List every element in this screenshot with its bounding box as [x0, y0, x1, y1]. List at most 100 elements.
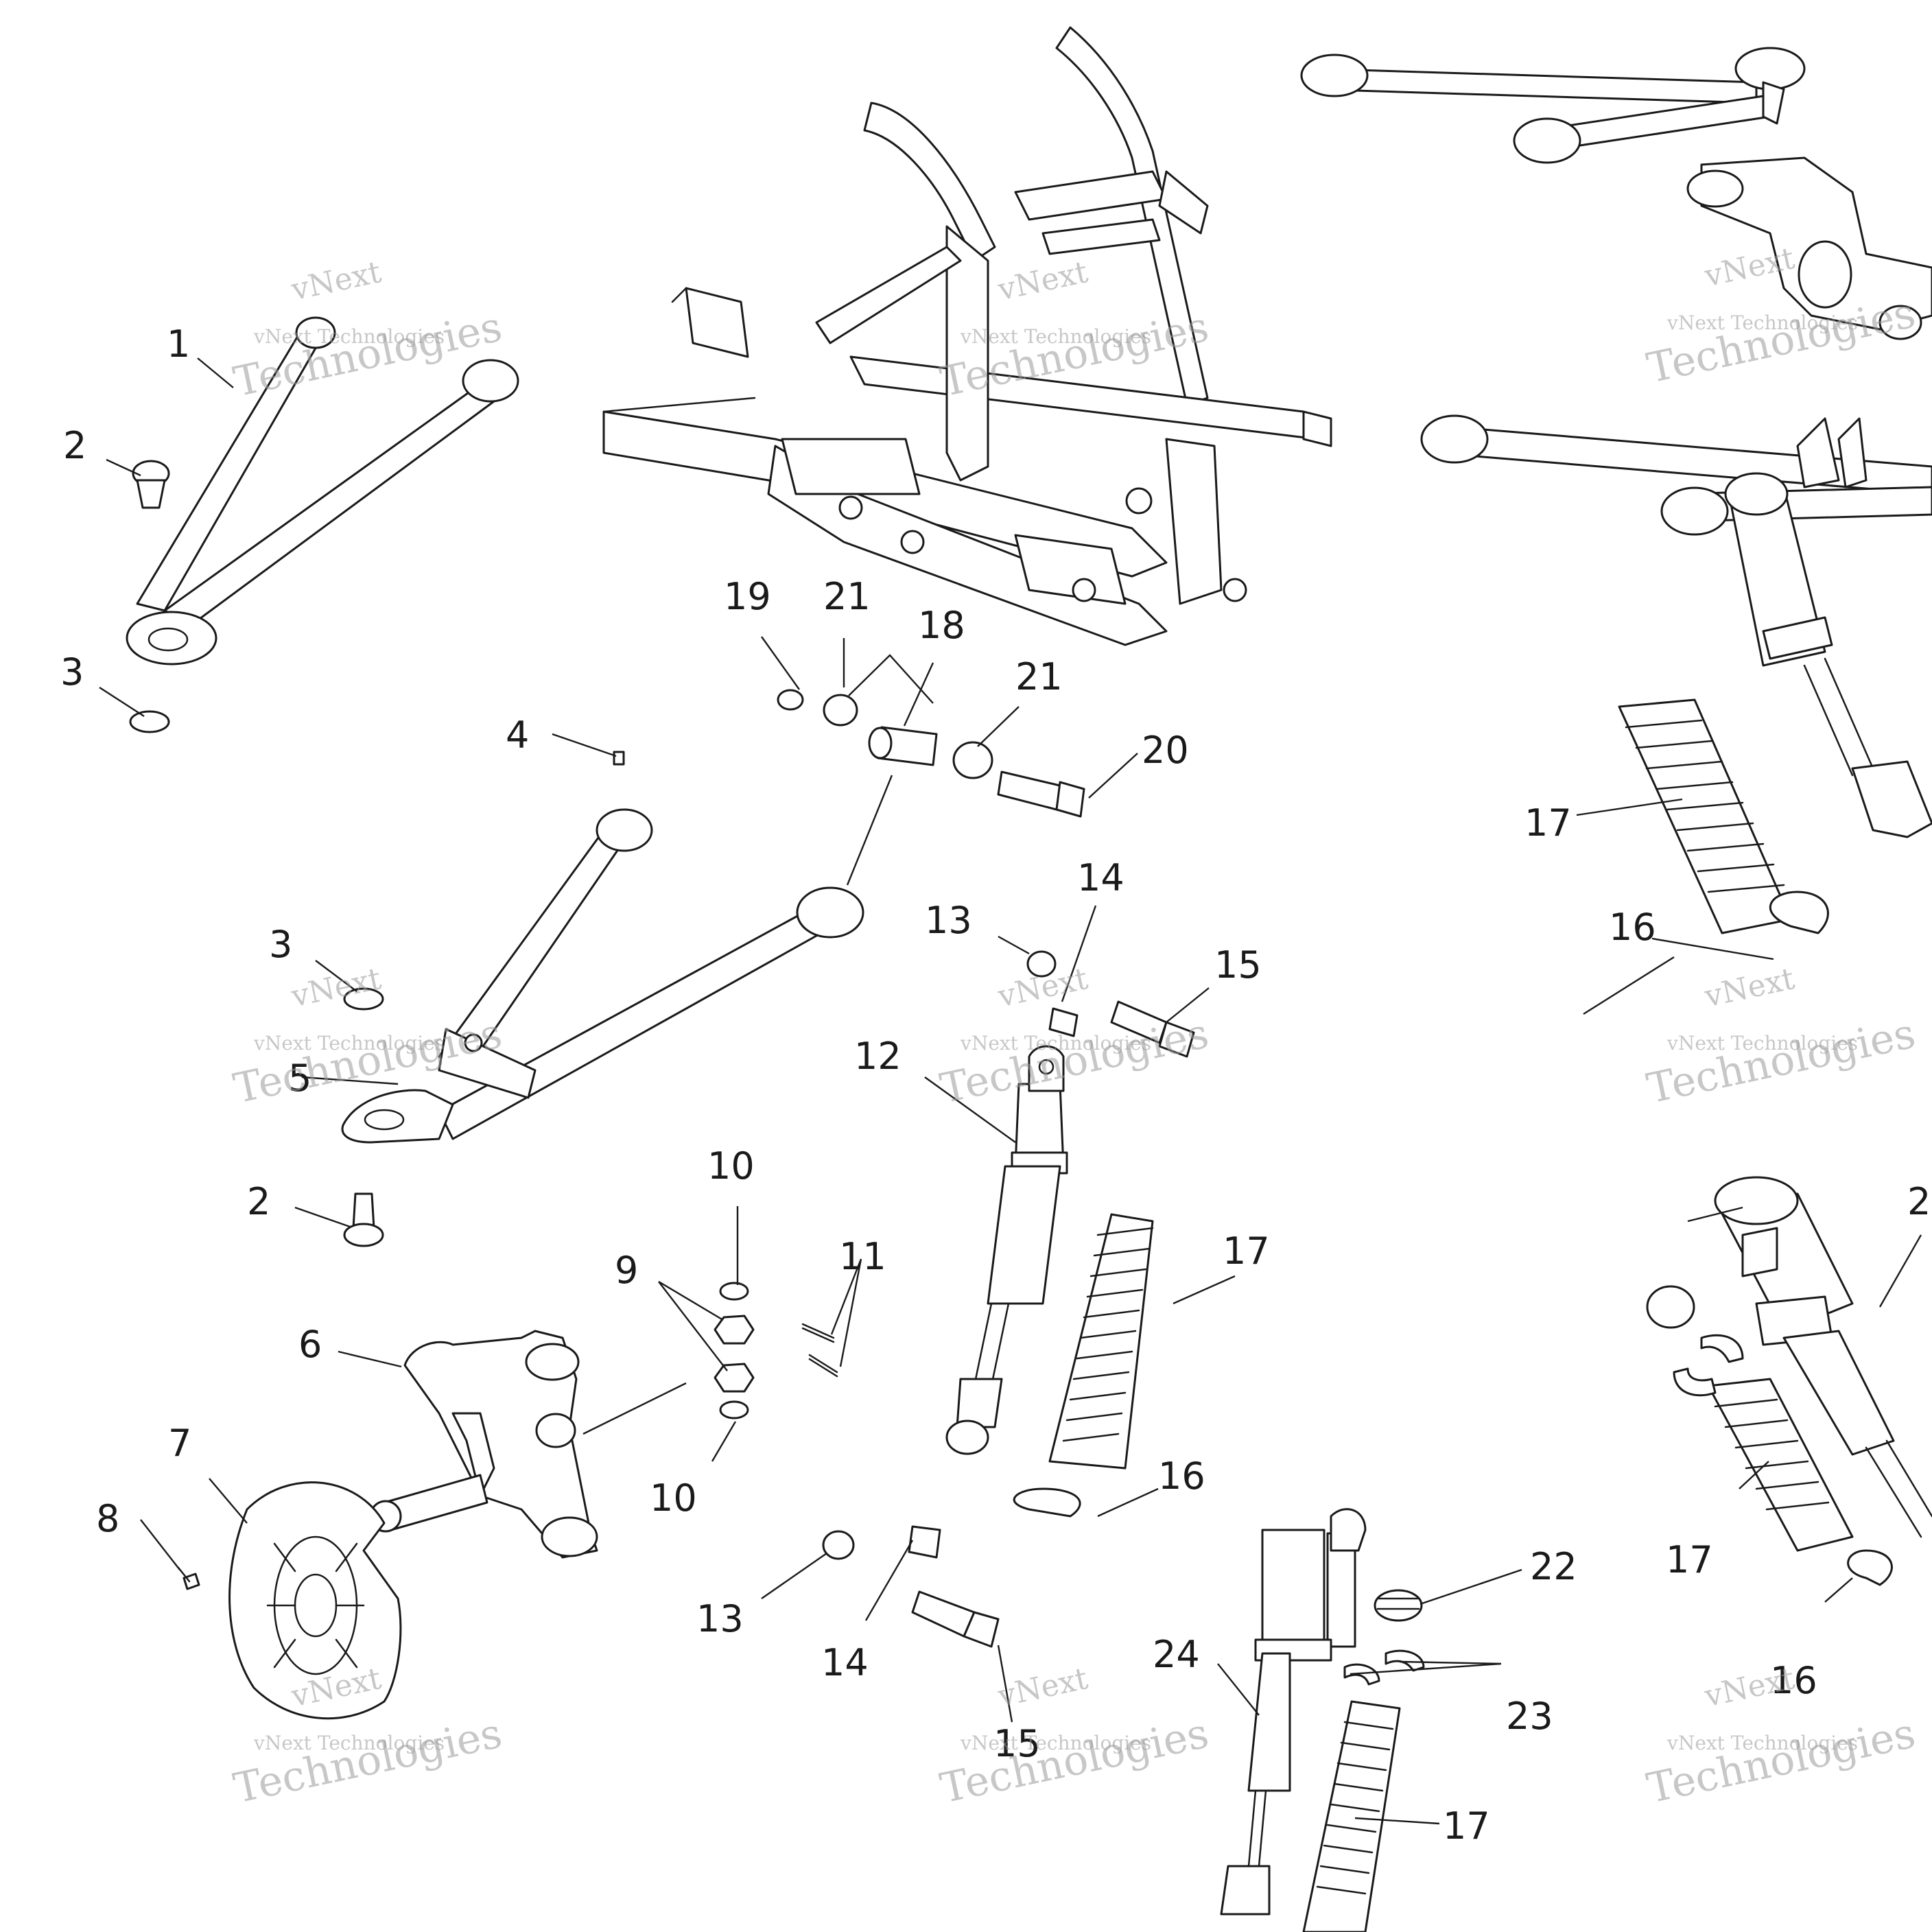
spring-retainer-clip-right-lower — [1847, 1549, 1893, 1586]
bolt-15-lower — [911, 1590, 1000, 1648]
grease-fitting — [613, 751, 625, 766]
callout-18: 18 — [918, 604, 965, 647]
ball-joint-upper — [132, 460, 170, 509]
sleeve-14-lower — [908, 1525, 941, 1559]
upper-a-arm — [126, 316, 519, 665]
shock-absorber-24 — [1220, 1508, 1367, 1916]
callout-16-front: 16 — [1158, 1454, 1205, 1498]
callout-13-upper: 13 — [925, 899, 972, 942]
washer-upper — [719, 1282, 749, 1301]
callout-14-upper: 14 — [1077, 856, 1124, 899]
washer-19 — [777, 689, 804, 711]
sleeve-18 — [868, 726, 938, 766]
split-collar-right-b — [1673, 1367, 1717, 1397]
watermark-text: Technologies — [1643, 1009, 1920, 1113]
callout-13-lower: 13 — [696, 1597, 744, 1640]
spring-retainer-clip-front — [1013, 1487, 1081, 1518]
split-collar-23a — [1343, 1663, 1380, 1686]
coil-spring-right-lower — [1707, 1378, 1854, 1552]
watermark-name: vNext Technologies — [1666, 311, 1858, 334]
watermark-text: Technologies — [230, 1709, 506, 1813]
callout-3-upper: 3 — [60, 650, 84, 694]
callout-23: 23 — [1506, 1695, 1553, 1738]
washer-lower — [719, 1400, 749, 1419]
spring-retainer-clip-right-upper — [1769, 891, 1829, 934]
callout-1: 1 — [167, 322, 190, 366]
spacer-ring-right — [1646, 1285, 1695, 1329]
callout-10-lower: 10 — [650, 1476, 697, 1520]
watermark-name: vNext Technologies — [253, 1732, 445, 1754]
callout-15-lower: 15 — [993, 1722, 1041, 1765]
callout-15-upper: 15 — [1214, 943, 1262, 987]
nut-lower — [714, 1363, 755, 1393]
callout-22: 22 — [1530, 1545, 1577, 1588]
steering-knuckle — [369, 1330, 598, 1559]
callout-19: 19 — [724, 575, 771, 618]
retaining-ring-lower — [343, 987, 384, 1011]
watermark-name: vNext Technologies — [1666, 1732, 1858, 1754]
callout-16-right-lower: 16 — [1770, 1659, 1817, 1702]
screw — [177, 1566, 200, 1590]
steering-knuckle-right — [1686, 156, 1932, 340]
callout-17-right-upper: 17 — [1524, 801, 1572, 845]
watermark-text: Technologies — [1643, 289, 1920, 392]
bump-stop-22 — [1374, 1589, 1423, 1622]
callout-17-front: 17 — [1223, 1229, 1270, 1273]
bolt-15-upper — [1110, 1000, 1195, 1058]
coil-spring-right-upper — [1618, 698, 1792, 934]
nut-upper — [714, 1315, 755, 1345]
frame-assembly — [602, 26, 1332, 646]
split-collar-right-a — [1700, 1334, 1744, 1363]
watermark-logo: vNext — [1701, 1661, 1798, 1715]
watermark-name: vNext Technologies — [960, 1732, 1151, 1754]
shock-absorber-right-upper — [1724, 472, 1932, 838]
watermark-logo: vNext — [994, 255, 1091, 308]
watermark-text: Technologies — [1643, 1709, 1920, 1813]
upper-a-arm-right — [1300, 47, 1806, 164]
callout-17-right-lower: 17 — [1666, 1538, 1713, 1581]
callout-2-upper: 2 — [63, 424, 86, 467]
callout-6: 6 — [298, 1323, 322, 1366]
watermark-name: vNext Technologies — [1666, 1032, 1858, 1055]
bushing-13-lower — [822, 1530, 855, 1560]
brake-disc-guard — [228, 1481, 402, 1720]
watermark-name: vNext Technologies — [960, 1032, 1151, 1055]
callout-5: 5 — [288, 1057, 311, 1100]
watermark-name: vNext Technologies — [960, 325, 1151, 348]
shock-absorber-front — [945, 1045, 1068, 1455]
coil-spring-bottom — [1302, 1700, 1401, 1932]
callout-9: 9 — [615, 1249, 638, 1292]
bushing-21-left — [823, 694, 858, 727]
bushing-21-right — [952, 741, 993, 779]
watermark-text: Technologies — [936, 1709, 1213, 1813]
watermark-name: vNext Technologies — [253, 1032, 445, 1055]
callout-2-lower: 2 — [247, 1180, 270, 1223]
callout-24: 24 — [1153, 1633, 1200, 1676]
sleeve-14-upper — [1048, 1007, 1079, 1037]
callout-11: 11 — [839, 1235, 886, 1278]
retaining-ring-upper — [129, 710, 170, 733]
lower-a-arm-right — [1420, 414, 1932, 536]
coil-spring-front — [1048, 1213, 1154, 1470]
callout-20: 20 — [1142, 729, 1189, 772]
callout-21-right: 21 — [1015, 655, 1063, 698]
watermark-logo: vNext — [1701, 961, 1798, 1015]
callout-12: 12 — [854, 1035, 902, 1078]
callout-3-lower: 3 — [269, 923, 292, 966]
cotter-pin-lower — [808, 1354, 838, 1378]
callout-7: 7 — [168, 1422, 191, 1465]
callout-8: 8 — [96, 1497, 119, 1540]
ball-joint-lower — [343, 1192, 384, 1247]
callout-16-right-upper: 16 — [1609, 906, 1656, 949]
callout-2-right: 2 — [1907, 1180, 1931, 1223]
lower-a-arm — [341, 808, 864, 1144]
bushing-13-upper — [1026, 950, 1057, 978]
cotter-pin-upper — [801, 1323, 835, 1343]
watermark-name: vNext Technologies — [253, 325, 445, 348]
split-collar-23b — [1385, 1649, 1425, 1672]
watermark-logo: vNext — [994, 1661, 1091, 1715]
watermark-text: Technologies — [230, 303, 506, 406]
callout-14-lower: 14 — [821, 1641, 869, 1684]
callout-10-upper: 10 — [707, 1144, 755, 1188]
